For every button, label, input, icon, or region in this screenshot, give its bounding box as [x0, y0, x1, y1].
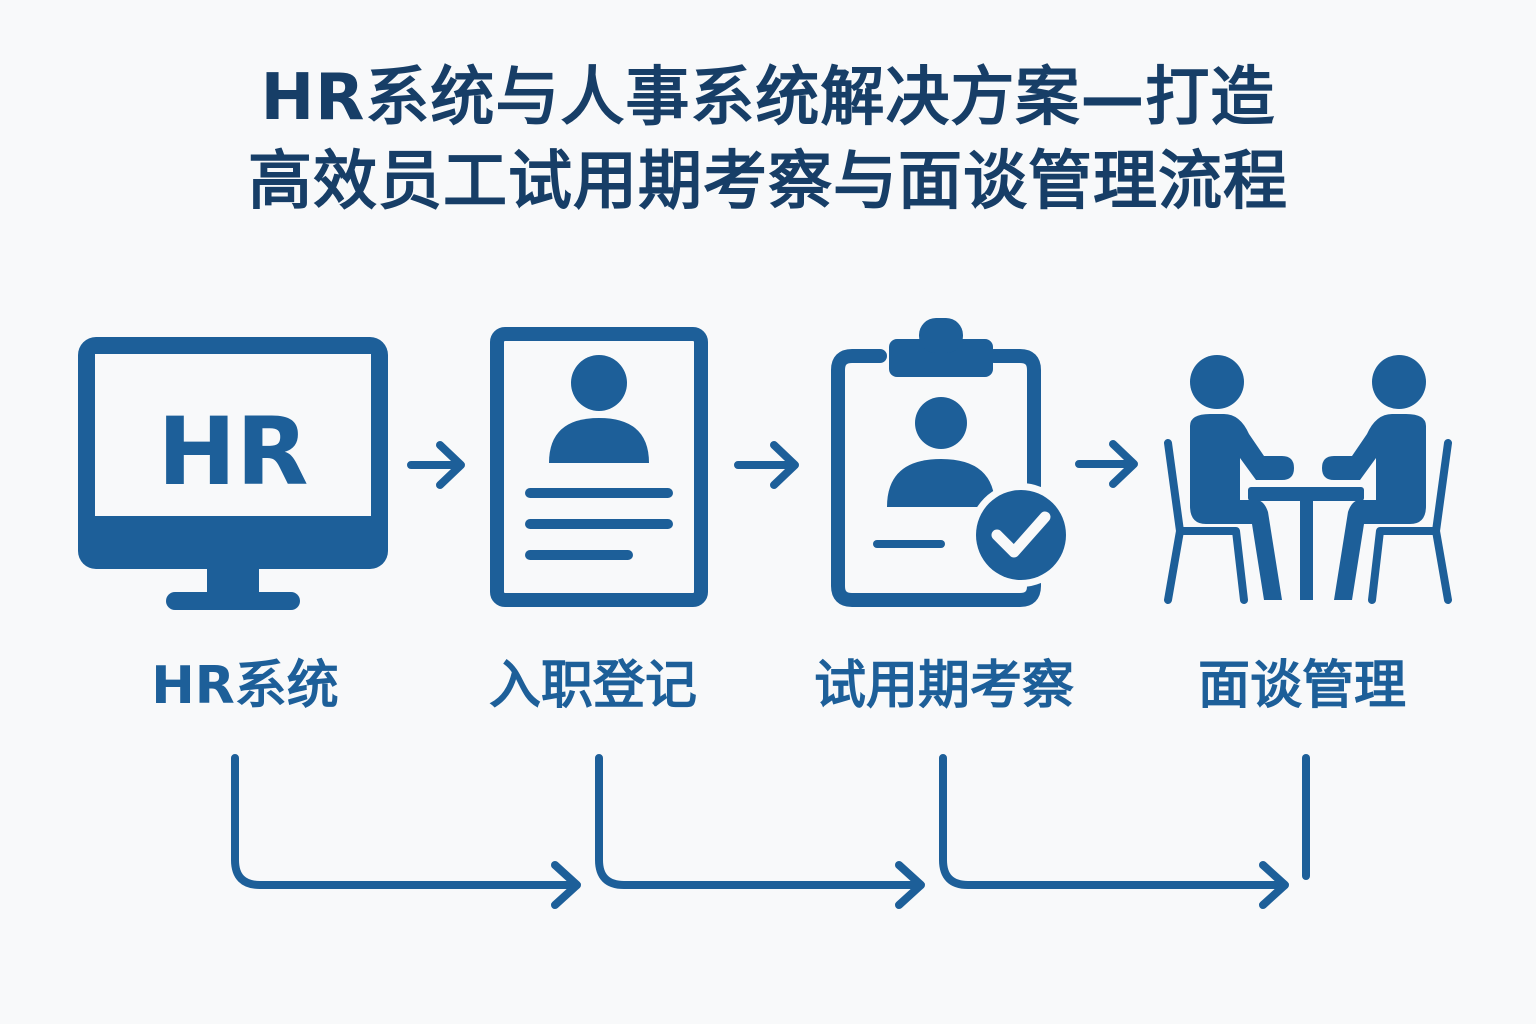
- bottom-connector: [943, 758, 1285, 905]
- meeting-icon: [1168, 355, 1448, 600]
- monitor-hr-text: HR: [157, 398, 308, 507]
- step-label-probation: 试用期考察: [784, 654, 1104, 718]
- bottom-connector: [599, 758, 921, 905]
- monitor-icon: HR: [78, 337, 388, 610]
- bottom-connector: [235, 758, 577, 905]
- step-label-interview: 面谈管理: [1142, 654, 1462, 718]
- step-label-hr-system: HR系统: [85, 654, 405, 718]
- arrow-right-icon: [1079, 444, 1134, 484]
- clipboard-check-icon: [838, 318, 1073, 600]
- step-label-onboarding: 入职登记: [433, 654, 753, 718]
- arrow-right-icon: [738, 445, 795, 485]
- arrow-right-icon: [411, 445, 461, 485]
- id-document-icon: [497, 334, 701, 600]
